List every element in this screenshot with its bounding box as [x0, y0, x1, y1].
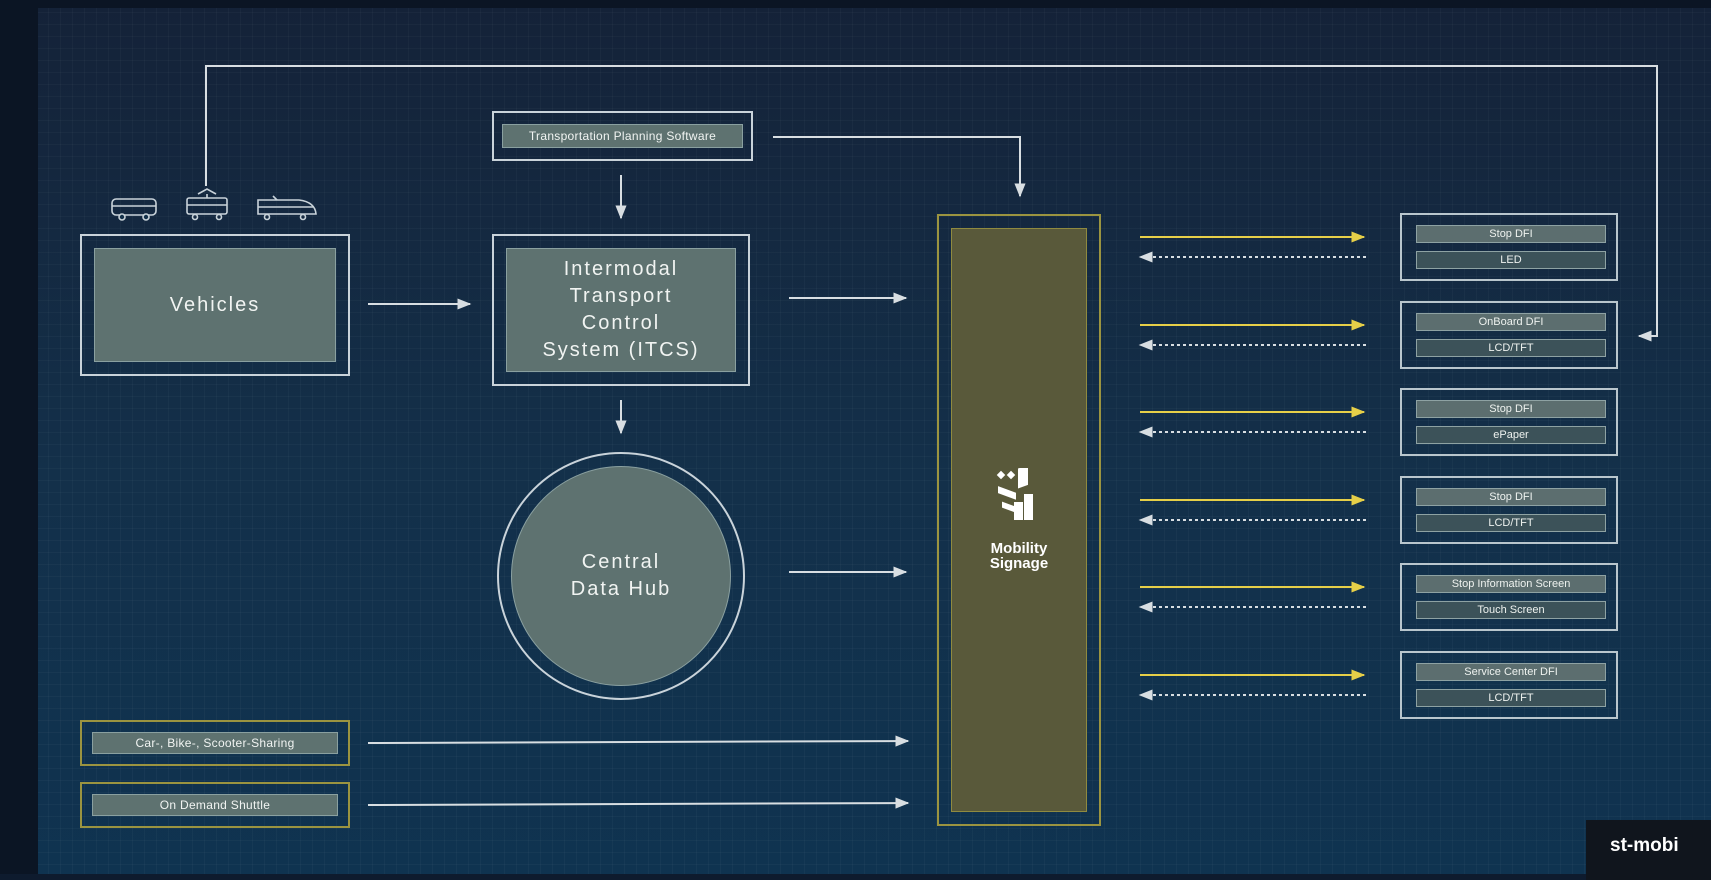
output-device-type: LCD/TFT: [1416, 689, 1606, 707]
feedback-loop-line: [205, 65, 1658, 342]
output-device-box: Stop DFI LED: [1400, 213, 1618, 281]
train-icon: [257, 195, 317, 221]
output-device-title: Stop DFI: [1416, 400, 1606, 418]
tram-icon: [186, 188, 228, 221]
central-data-hub-ring: Central Data Hub: [497, 452, 745, 700]
output-device-box: Stop DFI ePaper: [1400, 388, 1618, 456]
output-device-box: Service Center DFI LCD/TFT: [1400, 651, 1618, 719]
output-device-type: LCD/TFT: [1416, 339, 1606, 357]
output-device-title: OnBoard DFI: [1416, 313, 1606, 331]
mobility-signage-box: Mobility Signage: [937, 214, 1101, 826]
planning-software-label: Transportation Planning Software: [502, 124, 743, 148]
output-device-title: Service Center DFI: [1416, 663, 1606, 681]
output-device-box: Stop DFI LCD/TFT: [1400, 476, 1618, 544]
itcs-label: Intermodal Transport Control System (ITC…: [506, 248, 736, 372]
output-device-title: Stop DFI: [1416, 488, 1606, 506]
planning-to-signage-line: [773, 136, 1026, 198]
output-device-title: Stop Information Screen: [1416, 575, 1606, 593]
shuttle-box: On Demand Shuttle: [80, 782, 350, 828]
vehicles-box: Vehicles: [80, 234, 350, 376]
vehicles-label: Vehicles: [94, 248, 336, 362]
footer-brand-label: st-mobi: [1586, 820, 1711, 880]
central-data-hub-label: Central Data Hub: [511, 466, 731, 686]
shuttle-to-signage-line: [367, 797, 910, 809]
mobility-signage-label: Mobility Signage: [989, 540, 1049, 572]
sharing-to-signage-line: [367, 735, 910, 747]
mobility-signage-logo-icon: [996, 468, 1033, 520]
output-device-type: LCD/TFT: [1416, 514, 1606, 532]
output-device-type: Touch Screen: [1416, 601, 1606, 619]
shuttle-label: On Demand Shuttle: [92, 794, 338, 816]
itcs-box: Intermodal Transport Control System (ITC…: [492, 234, 750, 386]
output-device-title: Stop DFI: [1416, 225, 1606, 243]
output-device-type: LED: [1416, 251, 1606, 269]
sharing-box: Car-, Bike-, Scooter-Sharing: [80, 720, 350, 766]
output-device-box: OnBoard DFI LCD/TFT: [1400, 301, 1618, 369]
sharing-label: Car-, Bike-, Scooter-Sharing: [92, 732, 338, 754]
planning-software-box: Transportation Planning Software: [492, 111, 753, 161]
left-frame-edge: [0, 0, 38, 874]
output-device-type: ePaper: [1416, 426, 1606, 444]
top-frame-edge: [0, 0, 1711, 8]
bus-icon: [111, 198, 157, 221]
